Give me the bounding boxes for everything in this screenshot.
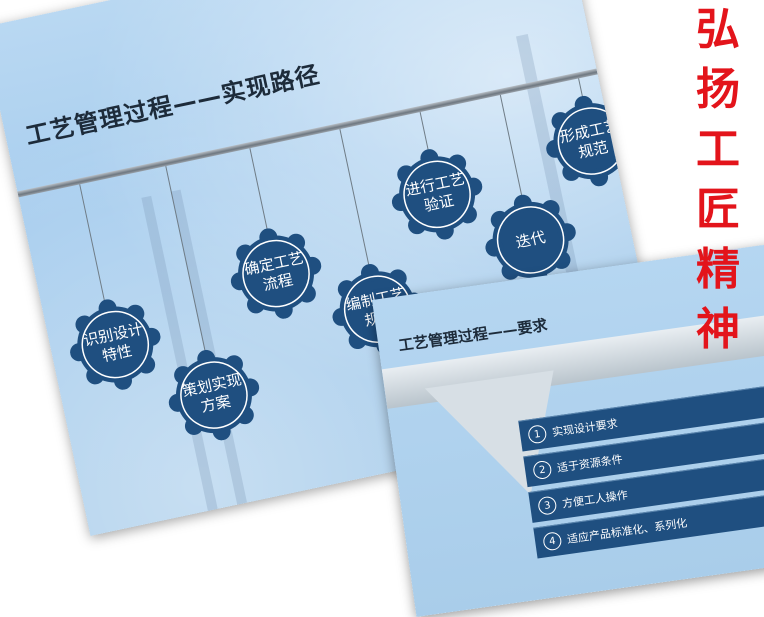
tag-label: 策划实现方案	[180, 370, 244, 416]
tag-label: 进行工艺验证	[403, 169, 467, 216]
tag-plan-solution: 策划实现方案	[159, 341, 268, 450]
tag-label: 识别设计特性	[81, 319, 145, 366]
tag-form-standard: 形成工艺规范	[537, 87, 646, 196]
number-circle-icon: 4	[542, 531, 563, 552]
requirement-label: 实现设计要求	[551, 417, 619, 440]
number-circle-icon: 2	[532, 459, 553, 481]
slogan-char: 匠	[696, 184, 740, 235]
scalloped-badge-icon	[168, 349, 260, 441]
tag-label: 确定工艺流程	[242, 248, 306, 295]
scalloped-badge-icon	[391, 149, 483, 240]
slogan-char: 精	[696, 244, 740, 295]
tag-iterate: 迭代	[476, 185, 585, 294]
slogan-char: 神	[696, 304, 740, 355]
number-circle-icon: 3	[537, 495, 558, 516]
tag-verify-process: 进行工艺验证	[383, 140, 492, 249]
scalloped-badge-icon	[70, 299, 161, 390]
slogan-char: 工	[696, 124, 740, 175]
requirement-label: 方便工人操作	[561, 488, 629, 511]
vertical-slogan: 弘 扬 工 匠 精 神	[690, 0, 746, 360]
requirement-label: 适应产品标准化、系列化	[566, 516, 688, 547]
requirement-label: 适于资源条件	[556, 452, 624, 475]
scalloped-badge-icon	[485, 194, 576, 286]
tag-label: 形成工艺规范	[558, 116, 621, 162]
slogan-char: 扬	[696, 64, 740, 115]
tag-identify-features: 识别设计特性	[61, 290, 170, 399]
number-circle-icon: 1	[527, 424, 548, 445]
slogan-char: 弘	[696, 4, 740, 55]
scalloped-badge-icon	[230, 228, 322, 319]
tag-define-process: 确定工艺流程	[221, 219, 330, 328]
